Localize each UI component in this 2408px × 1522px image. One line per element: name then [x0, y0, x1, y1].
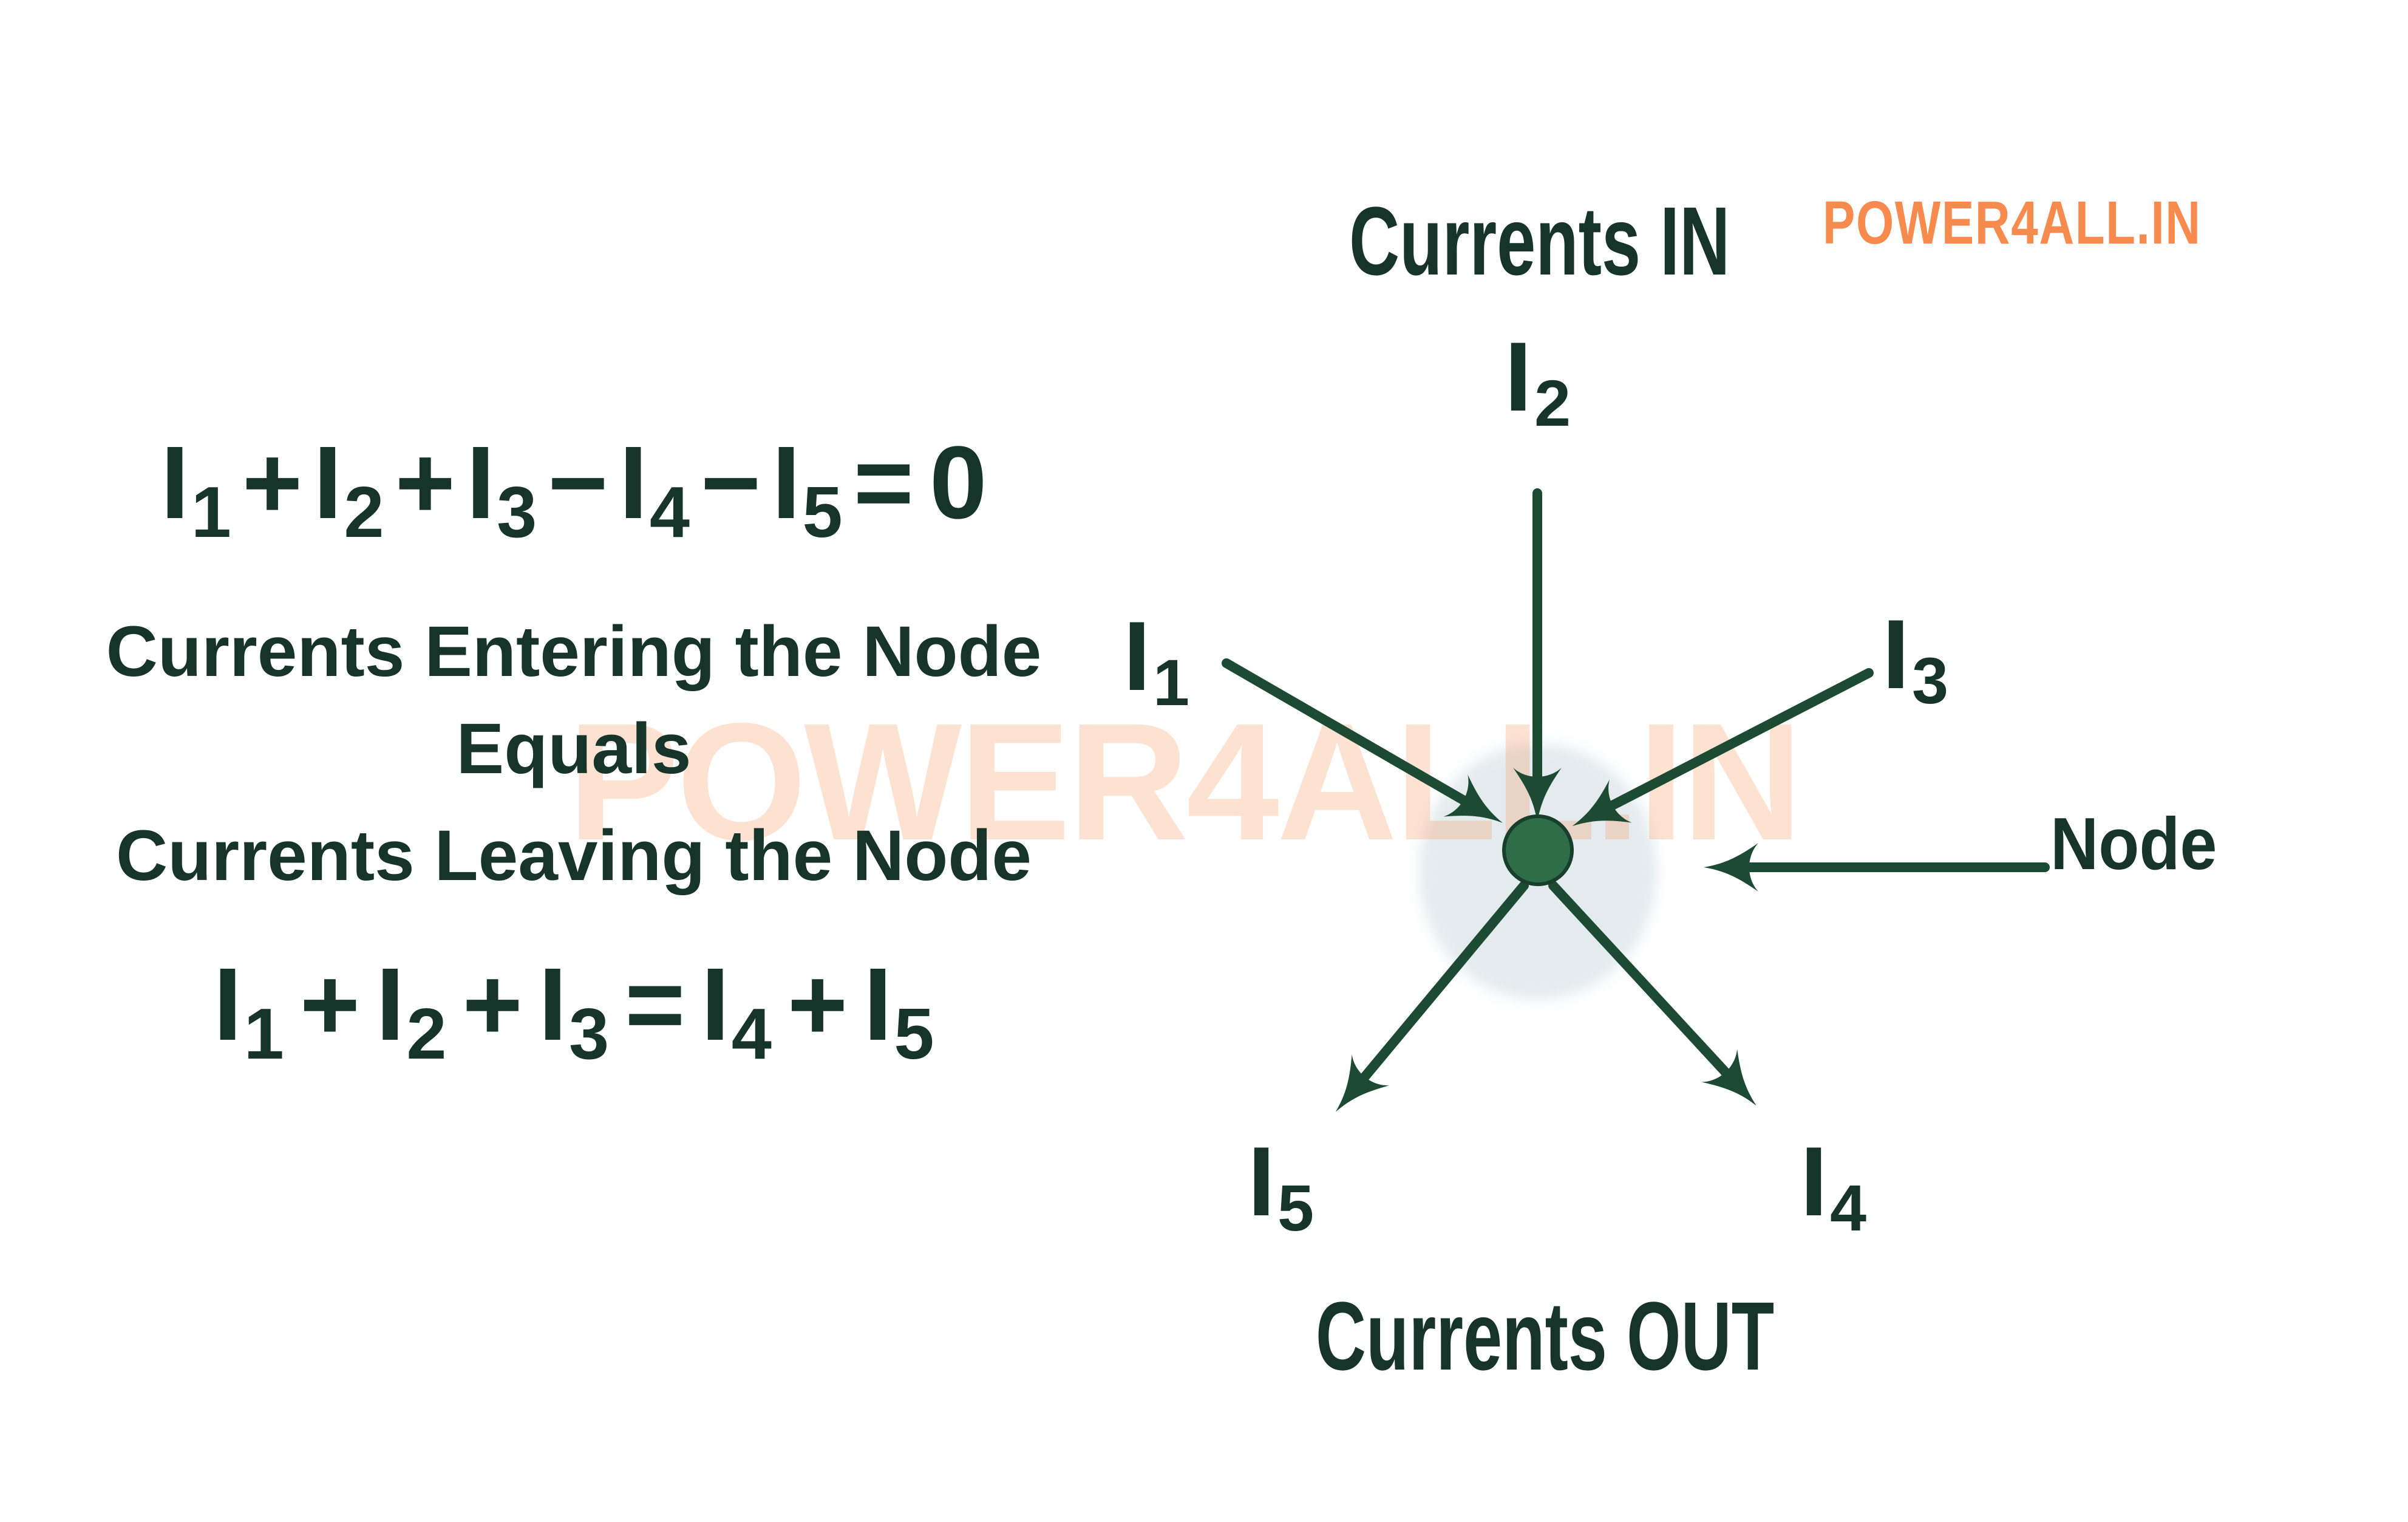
equation-token: 0	[929, 425, 987, 541]
equation-token: −	[701, 425, 761, 541]
equation-token: −	[548, 425, 608, 541]
equation-token: +	[242, 425, 303, 541]
current-i5-arrow-out	[1335, 881, 1529, 1112]
node-label: Node	[2050, 802, 2217, 885]
current-i4-arrow-out	[1548, 881, 1757, 1106]
current-i3-arrow-in	[1572, 668, 1874, 827]
node-dot	[1502, 814, 1574, 886]
current-i1-arrow-in	[1222, 658, 1503, 824]
equation-token: +	[462, 947, 523, 1062]
caption-leaving: Currents Leaving the Node	[115, 816, 1032, 896]
equation-token: +	[299, 947, 361, 1062]
caption-equals: Equals	[456, 709, 692, 789]
equation-token: +	[395, 425, 455, 541]
caption-entering: Currents Entering the Node	[106, 612, 1042, 692]
equation-token: =	[853, 425, 914, 541]
equation-token: +	[787, 947, 848, 1062]
brand-logo: POWER4ALL.IN	[1823, 189, 2202, 257]
currents-in-label: Currents IN	[1349, 186, 1730, 295]
equation-token: =	[625, 947, 685, 1062]
currents-out-label: Currents OUT	[1315, 1281, 1774, 1390]
